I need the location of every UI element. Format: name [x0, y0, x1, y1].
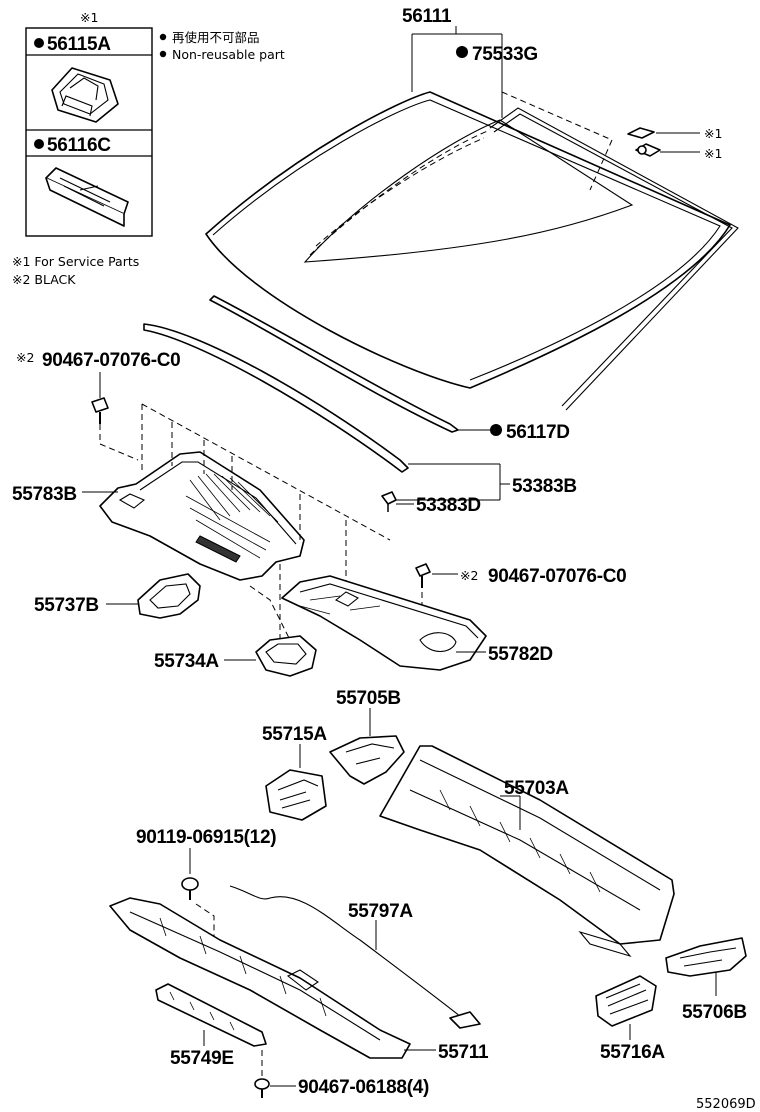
part-55706B[interactable]: 55706B	[682, 1002, 747, 1023]
clip-90467-mid[interactable]	[415, 563, 431, 588]
cowl-panel-55703A[interactable]	[379, 745, 675, 958]
service-ref-mark: ※1	[80, 10, 98, 25]
seal-55734A[interactable]	[255, 635, 317, 677]
cowl-louver-55783B[interactable]	[99, 451, 305, 581]
legend-dot-icon	[159, 50, 167, 58]
part-53383B[interactable]: 53383B	[512, 476, 577, 497]
clip-90119[interactable]	[181, 877, 199, 900]
part-53383D[interactable]: 53383D	[416, 495, 481, 516]
bracket-56116C-illustration	[45, 167, 129, 227]
part-55711[interactable]: 55711	[438, 1042, 489, 1063]
clip-ref-mark-2: ※1	[704, 146, 722, 161]
part-90467-06188[interactable]: 90467-06188(4)	[298, 1077, 429, 1098]
legend: 再使用不可部品 Non-reusable part ※1 For Service…	[12, 30, 285, 287]
bracket-55715A[interactable]	[265, 769, 327, 821]
part-55716A[interactable]: 55716A	[600, 1042, 666, 1063]
bracket-55705B[interactable]	[329, 735, 405, 785]
part-55783B[interactable]: 55783B	[12, 484, 77, 505]
nonreusable-dot-icon	[34, 38, 44, 48]
cable-55797A[interactable]	[229, 885, 481, 1029]
windshield-glass[interactable]	[205, 91, 731, 389]
hood-weatherstrip-53383B[interactable]	[143, 323, 409, 473]
part-55737B[interactable]: 55737B	[34, 595, 99, 616]
part-56116C[interactable]: 56116C	[47, 135, 112, 156]
nonreusable-dot-icon	[490, 424, 502, 436]
black-ref-mark-top: ※2	[16, 350, 34, 365]
cowl-inner-55711[interactable]	[109, 897, 411, 1059]
legend-dot-icon	[159, 33, 167, 41]
part-56111[interactable]: 56111	[402, 6, 452, 27]
part-55703A[interactable]: 55703A	[504, 778, 570, 799]
part-90119-06915[interactable]: 90119-06915(12)	[136, 827, 277, 848]
diagram-code: 552069D	[696, 1097, 756, 1112]
clip-90467-top[interactable]	[91, 397, 109, 424]
nonreusable-dot-icon	[34, 139, 44, 149]
part-56117D[interactable]: 56117D	[506, 422, 570, 443]
bracket-55716A[interactable]	[595, 975, 657, 1027]
legend-nonreusable-jp: 再使用不可部品	[172, 30, 260, 45]
part-55782D[interactable]: 55782D	[488, 644, 553, 665]
cowl-louver-55782D[interactable]	[281, 575, 487, 671]
seal-55749E[interactable]	[155, 983, 267, 1047]
service-parts-box: ※1 56115A 56116C	[25, 10, 153, 237]
part-55715A[interactable]: 55715A	[262, 724, 328, 745]
glass-molding-75533G[interactable]	[489, 91, 739, 411]
legend-nonreusable-en: Non-reusable part	[172, 47, 285, 62]
black-ref-mark-mid: ※2	[460, 568, 478, 583]
part-55705B[interactable]: 55705B	[336, 688, 401, 709]
service-clips[interactable]: ※1 ※1	[627, 126, 722, 161]
lower-molding-56117D[interactable]	[209, 295, 459, 433]
note-service-parts: ※1 For Service Parts	[12, 254, 139, 269]
part-55734A[interactable]: 55734A	[154, 651, 220, 672]
clip-ref-mark-1: ※1	[704, 126, 722, 141]
seal-55737B[interactable]	[137, 573, 201, 619]
clip-53383D[interactable]	[381, 491, 397, 512]
part-55749E[interactable]: 55749E	[170, 1048, 234, 1069]
bracket-55706B[interactable]	[665, 937, 747, 977]
part-75533G[interactable]: 75533G	[472, 44, 538, 65]
nonreusable-dot-icon	[456, 46, 468, 58]
clip-90467-06188[interactable]	[254, 1078, 270, 1098]
part-56115A[interactable]: 56115A	[47, 34, 112, 55]
note-black: ※2 BLACK	[12, 272, 76, 287]
clip-56115A-illustration	[51, 67, 119, 123]
part-55797A[interactable]: 55797A	[348, 901, 414, 922]
part-90467-07076-C0-mid[interactable]: 90467-07076-C0	[488, 566, 627, 587]
part-90467-07076-C0-top[interactable]: 90467-07076-C0	[42, 350, 181, 371]
